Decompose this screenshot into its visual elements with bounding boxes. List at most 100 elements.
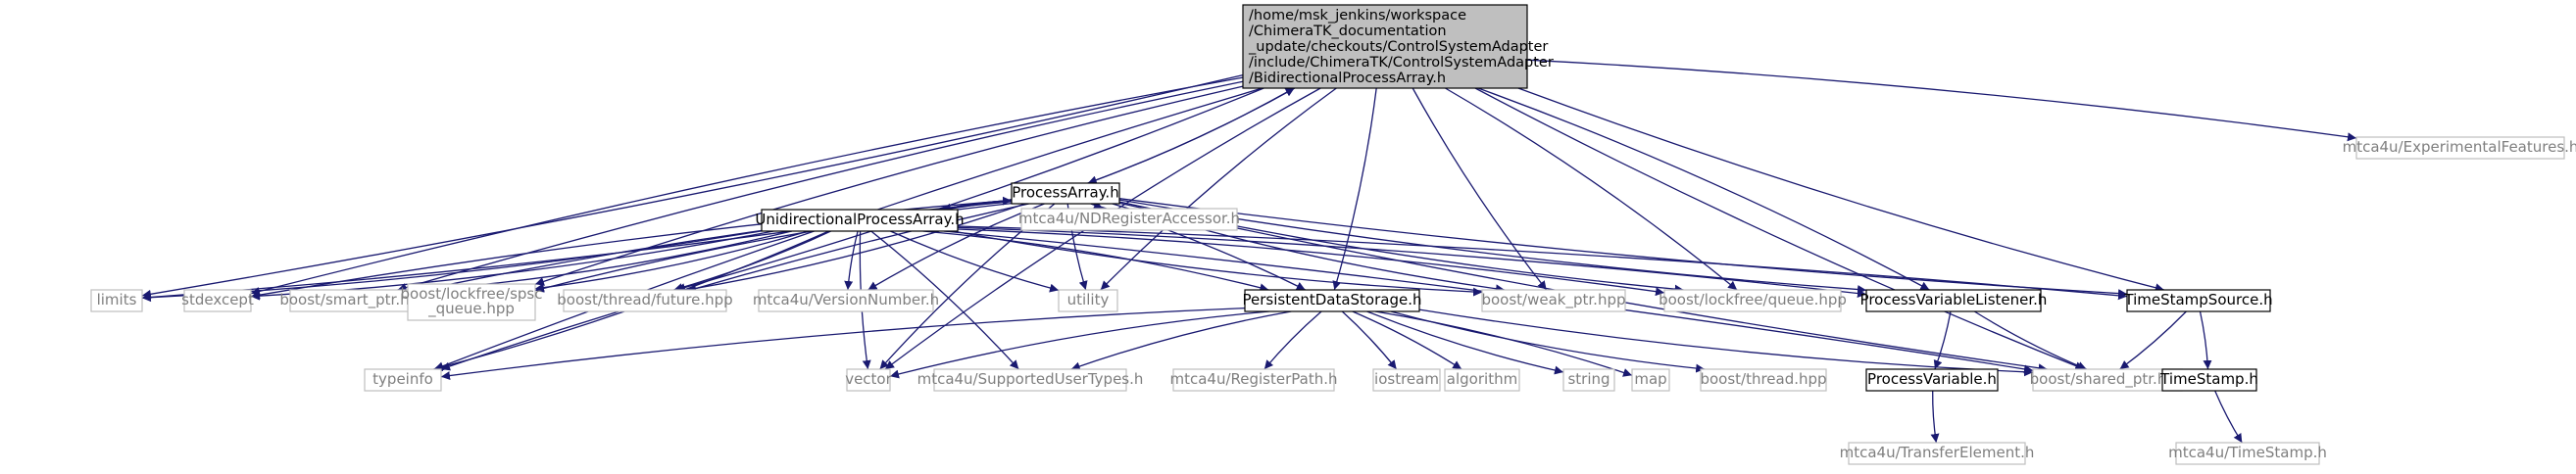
node-label-pvlistener: ProcessVariableListener.h — [1860, 291, 2048, 308]
node-box-stdexcept — [183, 289, 252, 312]
node-algorithm: algorithm — [1444, 368, 1520, 392]
node-box-processarray — [1011, 182, 1120, 205]
node-box-queue — [1663, 289, 1842, 312]
node-box-utility — [1058, 289, 1118, 312]
node-label-spsc: _queue.hpp — [427, 300, 515, 318]
node-processarray[interactable]: ProcessArray.h — [1011, 182, 1120, 205]
edge-persistent-to-typeinfo — [440, 307, 1246, 381]
node-versionnumber: mtca4u/VersionNumber.h — [753, 289, 939, 312]
edge-root-to-future — [675, 87, 1264, 292]
edge-persistent-to-iostream — [1341, 310, 1398, 370]
edge-processarray-to-sharedptr — [1118, 202, 2048, 373]
edge-root-to-limits — [141, 73, 1244, 299]
node-timestamph: mtca4u/TimeStamp.h — [2168, 442, 2327, 465]
dependency-nodes: /home/msk_jenkins/workspace/ChimeraTK_do… — [90, 4, 2576, 465]
node-box-pvlistener — [1865, 289, 2042, 312]
edge-unidirectional-to-versionnumber — [844, 230, 859, 291]
edge-unidirectional-to-queue — [957, 228, 1665, 297]
node-spsc: boost/lockfree/spsc_queue.hpp — [401, 283, 543, 321]
node-queue: boost/lockfree/queue.hpp — [1659, 289, 1847, 312]
node-box-vector — [846, 368, 891, 392]
node-label-persistent: PersistentDataStorage.h — [1243, 291, 1422, 308]
node-label-versionnumber: mtca4u/VersionNumber.h — [753, 291, 939, 308]
edge-unidirectional-to-pvlistener — [957, 226, 1867, 298]
edge-processarray-to-future — [686, 203, 1026, 293]
edge-root-to-smartptr — [397, 80, 1244, 292]
node-timestamp[interactable]: TimeStamp.h — [2159, 368, 2258, 392]
node-label-future: boost/thread/future.hpp — [557, 291, 732, 308]
node-box-transferelement — [1848, 442, 2026, 465]
node-label-experimental: mtca4u/ExperimentalFeatures.h — [2343, 138, 2576, 156]
node-string: string — [1562, 368, 1615, 392]
node-box-root — [1242, 4, 1528, 89]
node-box-limits — [90, 289, 143, 312]
node-label-weakptr: boost/weak_ptr.hpp — [1481, 291, 1625, 309]
node-label-processvariable: ProcessVariable.h — [1867, 370, 1997, 388]
edge-unidirectional-to-persistent — [922, 230, 1269, 293]
node-box-map — [1631, 368, 1670, 392]
edge-unidirectional-to-timestampsource — [957, 225, 2128, 301]
node-pvlistener[interactable]: ProcessVariableListener.h — [1860, 289, 2048, 312]
node-root[interactable]: /home/msk_jenkins/workspace/ChimeraTK_do… — [1242, 4, 1554, 89]
node-box-unidirectional — [761, 209, 959, 232]
node-typeinfo: typeinfo — [364, 368, 442, 392]
node-label-limits: limits — [97, 291, 137, 308]
node-vector: vector — [845, 368, 893, 392]
edge-root-to-pvlistener — [1477, 87, 1930, 291]
node-box-typeinfo — [364, 368, 442, 392]
edge-root-to-timestampsource — [1517, 87, 2164, 293]
node-label-spsc: boost/lockfree/spsc — [401, 285, 543, 303]
node-box-processvariable — [1865, 368, 1999, 392]
node-label-unidirectional: UnidirectionalProcessArray.h — [755, 211, 964, 228]
node-box-algorithm — [1444, 368, 1520, 392]
node-label-queue: boost/lockfree/queue.hpp — [1659, 291, 1847, 308]
node-ndregister: mtca4u/NDRegisterAccessor.h — [1018, 208, 1240, 231]
edge-persistent-to-algorithm — [1352, 310, 1462, 370]
edge-timestampsource-to-timestamp — [2199, 310, 2212, 370]
node-processvariable[interactable]: ProcessVariable.h — [1865, 368, 1999, 392]
edge-timestamp-to-timestamph — [2214, 390, 2243, 444]
node-unidirectional[interactable]: UnidirectionalProcessArray.h — [755, 209, 965, 232]
edge-processarray-to-timestampsource — [1118, 198, 2128, 299]
node-label-stdexcept: stdexcept — [181, 291, 254, 308]
node-supportedtypes: mtca4u/SupportedUserTypes.h — [917, 368, 1144, 392]
node-timestampsource[interactable]: TimeStampSource.h — [2123, 289, 2273, 312]
edge-root-to-stdexcept — [250, 76, 1244, 296]
edge-pvlistener-to-processvariable — [1933, 310, 1952, 370]
node-label-supportedtypes: mtca4u/SupportedUserTypes.h — [917, 370, 1144, 388]
edge-persistent-to-thread — [1390, 310, 1706, 373]
node-box-supportedtypes — [933, 368, 1127, 392]
node-box-thread — [1700, 368, 1827, 392]
edge-timestampsource-to-sharedptr — [2119, 310, 2187, 370]
node-label-root: /ChimeraTK_documentation — [1249, 24, 1447, 39]
node-registerpath: mtca4u/RegisterPath.h — [1169, 368, 1338, 392]
node-label-root: /BidirectionalProcessArray.h — [1249, 71, 1446, 86]
node-box-versionnumber — [758, 289, 934, 312]
edge-persistent-to-vector — [889, 310, 1269, 379]
node-iostream: iostream — [1372, 368, 1441, 392]
edge-unidirectional-to-utility — [890, 230, 1060, 293]
node-box-string — [1562, 368, 1615, 392]
node-box-future — [563, 289, 727, 312]
node-label-root: _update/checkouts/ControlSystemAdapter — [1248, 39, 1548, 55]
edge-persistent-to-registerpath — [1263, 310, 1322, 370]
node-label-timestamp: TimeStamp.h — [2159, 370, 2258, 388]
node-persistent[interactable]: PersistentDataStorage.h — [1243, 289, 1422, 312]
node-label-algorithm: algorithm — [1447, 370, 1517, 388]
node-label-smartptr: boost/smart_ptr.hpp — [279, 291, 427, 309]
node-box-weakptr — [1481, 289, 1626, 312]
node-box-timestamph — [2175, 442, 2320, 465]
edge-unidirectional-to-processarray — [941, 196, 1013, 211]
node-label-transferelement: mtca4u/TransferElement.h — [1840, 444, 2035, 461]
node-box-experimental — [2355, 136, 2565, 160]
node-label-thread: boost/thread.hpp — [1700, 370, 1826, 388]
node-label-ndregister: mtca4u/NDRegisterAccessor.h — [1018, 210, 1240, 227]
node-label-vector: vector — [845, 370, 892, 388]
edge-root-to-queue — [1445, 87, 1738, 291]
edge-root-to-sharedptr — [1474, 87, 2085, 370]
edge-root-to-processarray — [1087, 87, 1295, 185]
node-box-persistent — [1244, 289, 1420, 312]
node-box-iostream — [1372, 368, 1441, 392]
node-transferelement: mtca4u/TransferElement.h — [1840, 442, 2035, 465]
